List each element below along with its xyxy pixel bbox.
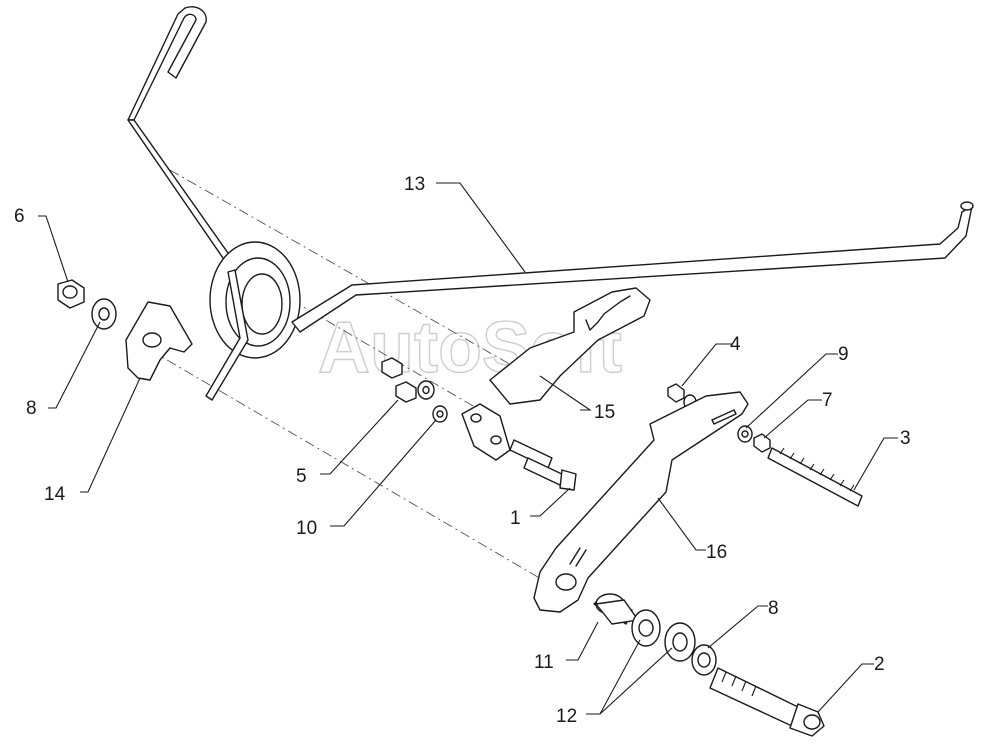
mid-nut-5 (381, 357, 417, 403)
callout-labels: 13 6 8 14 5 10 1 15 4 9 7 3 16 11 12 8 2 (14, 174, 911, 727)
callout-6: 6 (14, 206, 25, 227)
washer-8-bottom (691, 644, 717, 676)
callout-8-bottom: 8 (768, 598, 779, 619)
spring-lever-rod (127, 6, 974, 401)
left-washer-8 (91, 298, 117, 330)
callout-11: 11 (534, 652, 554, 673)
left-nut-6 (57, 279, 85, 309)
callout-8-left: 8 (26, 398, 37, 419)
nut-7 (753, 433, 771, 453)
callout-2: 2 (874, 654, 885, 675)
washer-9 (737, 425, 753, 443)
bolt-2 (709, 667, 825, 737)
callout-1: 1 (510, 508, 521, 529)
washers-12 (631, 609, 696, 662)
callout-14: 14 (44, 484, 66, 505)
spacer-11 (593, 593, 639, 625)
callout-13: 13 (404, 174, 425, 195)
callout-10: 10 (296, 518, 317, 539)
stud-bracket (461, 403, 577, 491)
mid-washers-10 (417, 380, 448, 423)
threaded-rod-3 (767, 447, 863, 507)
callout-12: 12 (556, 706, 577, 727)
callout-16: 16 (706, 542, 727, 563)
slotted-plate-15 (489, 287, 651, 405)
callout-4: 4 (730, 334, 741, 355)
callout-9: 9 (838, 344, 849, 365)
leader-lines (38, 182, 898, 715)
bracket-plate (125, 301, 193, 381)
lever-arm-16 (533, 391, 749, 613)
callout-5: 5 (296, 466, 307, 487)
callout-7: 7 (822, 390, 833, 411)
callout-3: 3 (900, 428, 911, 449)
callout-15: 15 (594, 402, 615, 423)
